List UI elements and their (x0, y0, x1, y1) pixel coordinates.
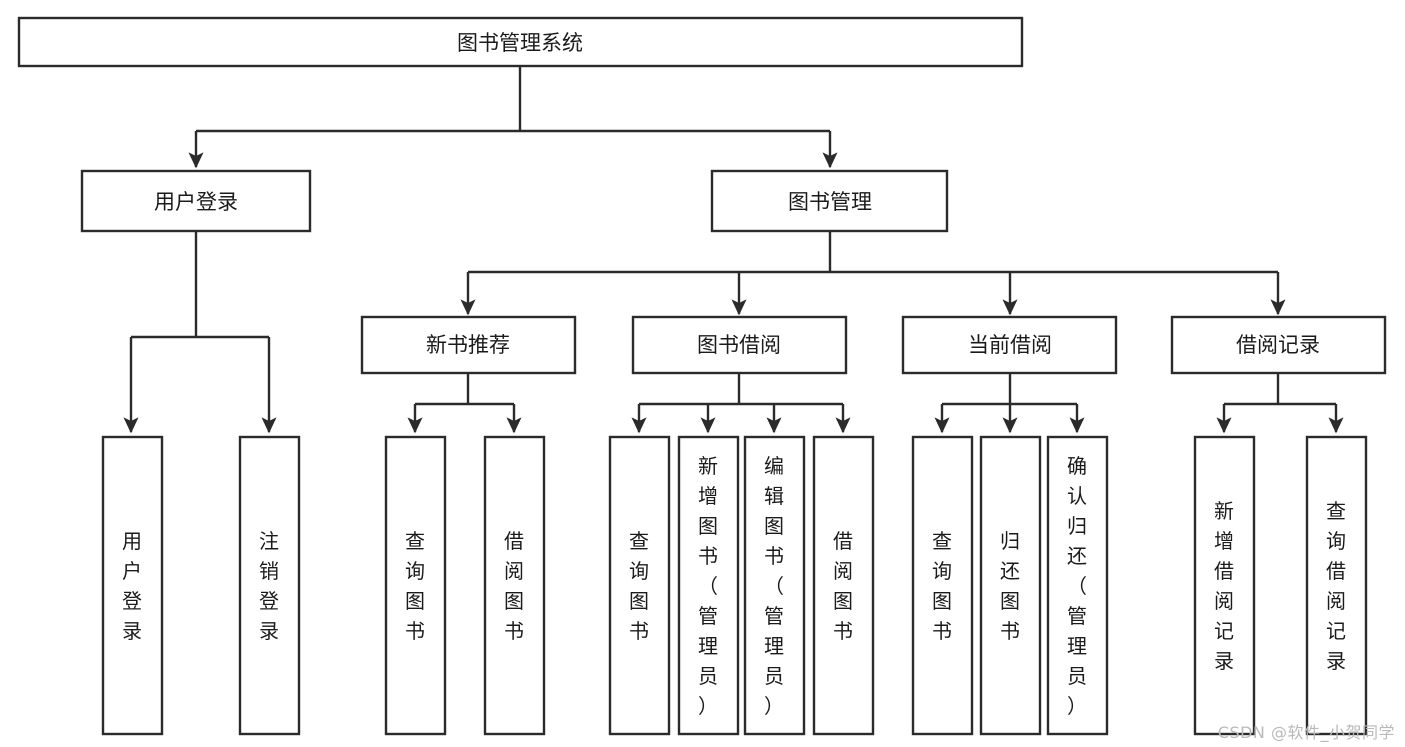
leaf-edit-book-admin-label: 编辑图书（管理员） (764, 454, 784, 718)
leaf-add-book-admin-box[interactable] (677, 435, 740, 736)
leaf-query-book-current-label: 查询图书 (932, 529, 952, 643)
node-root-book-management-system[interactable]: 图书管理系统 (17, 16, 1024, 68)
leaf-node-edit-book-admin[interactable]: 编辑图书（管理员） (743, 435, 806, 736)
node-borrow-record-label: 借阅记录 (1236, 333, 1320, 357)
leaf-user-login-label: 用户登录 (122, 529, 142, 643)
leaf-add-book-admin-label: 新增图书（管理员） (698, 454, 718, 718)
leaf-node-add-borrow-record[interactable]: 新增借阅记录 (1193, 435, 1256, 736)
leaf-query-book-recommend-label: 查询图书 (405, 529, 425, 643)
node-borrow-record[interactable]: 借阅记录 (1170, 315, 1387, 375)
leaf-edit-book-admin-box[interactable] (743, 435, 806, 736)
leaf-node-borrow-book[interactable]: 借阅图书 (812, 435, 875, 736)
node-current-borrow[interactable]: 当前借阅 (901, 315, 1118, 375)
leaf-query-borrow-record-label: 查询借阅记录 (1326, 499, 1346, 673)
leaf-confirm-return-admin-box[interactable] (1046, 435, 1109, 736)
node-book-management-box[interactable] (710, 169, 949, 233)
leaf-node-query-book-recommend[interactable]: 查询图书 (384, 435, 447, 736)
leaf-confirm-return-admin-label: 确认归还（管理员） (1067, 454, 1087, 718)
leaf-return-book-label: 归还图书 (1000, 529, 1020, 643)
node-new-book-recommend-label: 新书推荐 (426, 333, 510, 357)
leaf-logout-box[interactable] (238, 435, 301, 736)
connector-group (123, 66, 1344, 434)
node-root-box[interactable] (17, 16, 1024, 68)
leaf-add-borrow-record-box[interactable] (1193, 435, 1256, 736)
leaf-borrow-book-recommend-box[interactable] (483, 435, 546, 736)
leaf-query-book-borrow-label: 查询图书 (629, 529, 649, 643)
leaf-node-query-book-borrow[interactable]: 查询图书 (608, 435, 671, 736)
node-book-management-label: 图书管理 (788, 190, 872, 214)
leaf-borrow-book-label: 借阅图书 (833, 529, 853, 643)
node-current-borrow-label: 当前借阅 (968, 333, 1052, 357)
node-book-borrow-label: 图书借阅 (697, 333, 781, 357)
leaf-node-user-login[interactable]: 用户登录 (101, 435, 164, 736)
node-new-book-recommend-box[interactable] (360, 315, 577, 375)
leaf-user-login-box[interactable] (101, 435, 164, 736)
node-new-book-recommend[interactable]: 新书推荐 (360, 315, 577, 375)
leaf-query-book-current-box[interactable] (911, 435, 974, 736)
leaf-logout-label: 注销登录 (259, 529, 279, 643)
node-borrow-record-box[interactable] (1170, 315, 1387, 375)
leaf-borrow-book-box[interactable] (812, 435, 875, 736)
leaf-query-borrow-record-box[interactable] (1305, 435, 1368, 736)
node-user-login-box[interactable] (80, 169, 312, 233)
node-book-management[interactable]: 图书管理 (710, 169, 949, 233)
leaf-query-book-recommend-box[interactable] (384, 435, 447, 736)
leaf-node-add-book-admin[interactable]: 新增图书（管理员） (677, 435, 740, 736)
node-current-borrow-box[interactable] (901, 315, 1118, 375)
node-book-borrow[interactable]: 图书借阅 (631, 315, 848, 375)
leaf-node-confirm-return-admin[interactable]: 确认归还（管理员） (1046, 435, 1109, 736)
leaf-node-borrow-book-recommend[interactable]: 借阅图书 (483, 435, 546, 736)
leaf-node-query-book-current[interactable]: 查询图书 (911, 435, 974, 736)
leaf-node-logout[interactable]: 注销登录 (238, 435, 301, 736)
leaf-borrow-book-recommend-label: 借阅图书 (504, 529, 524, 643)
node-user-login-label: 用户登录 (154, 190, 238, 214)
leaf-query-book-borrow-box[interactable] (608, 435, 671, 736)
node-book-borrow-box[interactable] (631, 315, 848, 375)
leaf-node-query-borrow-record[interactable]: 查询借阅记录 (1305, 435, 1368, 736)
leaf-return-book-box[interactable] (979, 435, 1042, 736)
node-root-label: 图书管理系统 (457, 31, 583, 55)
node-user-login[interactable]: 用户登录 (80, 169, 312, 233)
leaf-add-borrow-record-label: 新增借阅记录 (1214, 499, 1234, 673)
leaf-node-return-book[interactable]: 归还图书 (979, 435, 1042, 736)
